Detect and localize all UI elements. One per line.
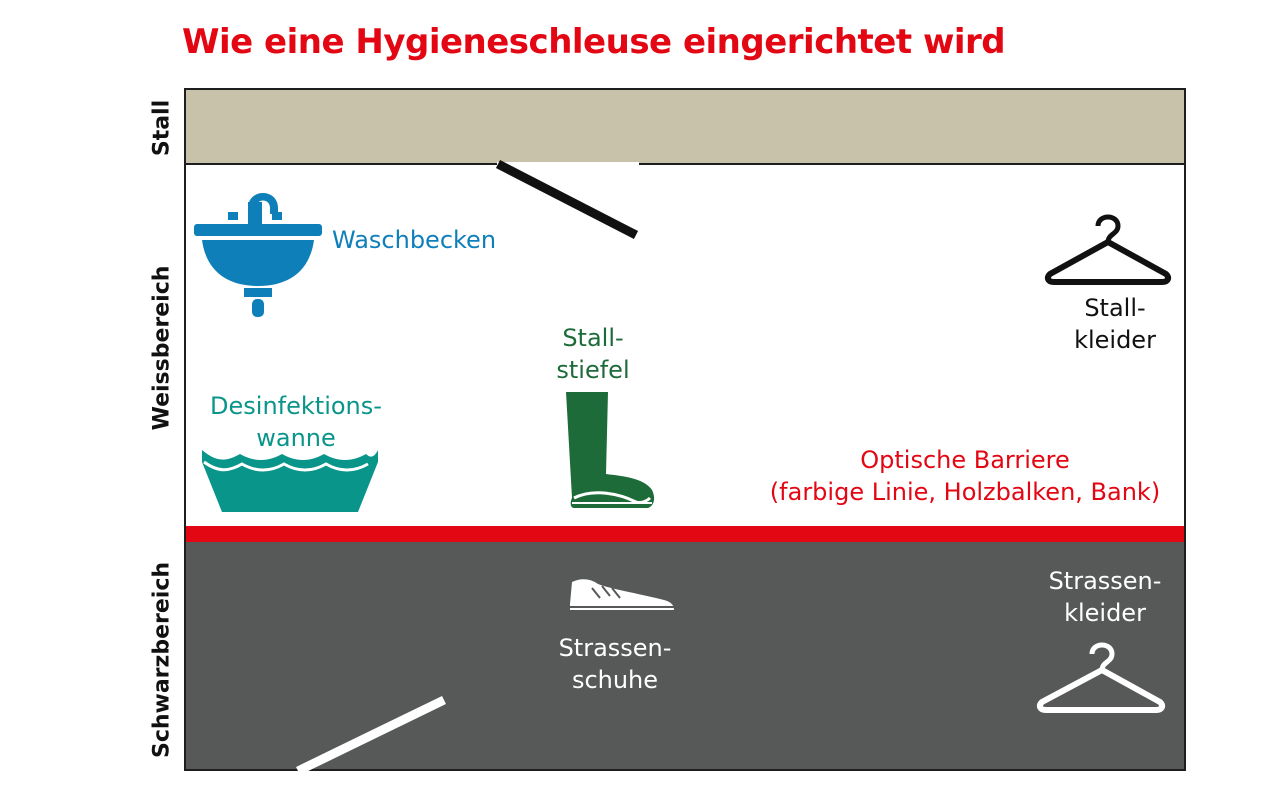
label-strassenschuhe: Strassen- schuhe — [550, 632, 680, 696]
label-strassenkleider-line1: Strassen- — [1048, 567, 1162, 595]
label-desinfektionswanne: Desinfektions- wanne — [186, 390, 406, 454]
label-strassenkleider: Strassen- kleider — [1040, 565, 1170, 629]
label-stallstiefel-line1: Stall- — [562, 324, 624, 352]
stall-zone — [186, 90, 1184, 165]
label-desinfektionswanne-line2: wanne — [256, 424, 336, 452]
zone-label-weissbereich: Weissbereich — [149, 265, 175, 431]
upper-door-opening — [497, 162, 639, 168]
label-strassenkleider-line2: kleider — [1064, 599, 1146, 627]
label-optische-barriere-line1: Optische Barriere — [860, 446, 1070, 474]
sink-icon — [194, 193, 322, 317]
label-stallkleider-line2: kleider — [1074, 326, 1156, 354]
sneaker-icon — [570, 579, 674, 610]
zone-label-schwarzbereich: Schwarzbereich — [149, 561, 175, 759]
black-zone — [186, 542, 1184, 769]
label-strassenschuhe-line2: schuhe — [571, 666, 659, 694]
label-optische-barriere: Optische Barriere (farbige Linie, Holzba… — [760, 444, 1170, 508]
hanger-icon — [1044, 214, 1172, 285]
label-strassenschuhe-line1: Strassen- — [558, 634, 672, 662]
label-stallkleider: Stall- kleider — [1060, 292, 1170, 356]
hygiene-lock-diagram — [184, 88, 1186, 771]
boot-icon — [566, 392, 655, 508]
label-desinfektionswanne-line1: Desinfektions- — [210, 392, 382, 420]
disinfection-tub-icon — [202, 450, 378, 512]
zone-label-stall: Stall — [149, 99, 175, 157]
upper-door-line — [495, 159, 639, 240]
optical-barrier-line — [186, 526, 1184, 542]
label-waschbecken: Waschbecken — [332, 226, 497, 254]
lower-door-line — [296, 695, 446, 776]
hanger-icon — [1036, 642, 1166, 713]
label-stallkleider-line1: Stall- — [1084, 294, 1146, 322]
page-title: Wie eine Hygieneschleuse eingerichtet wi… — [182, 22, 1006, 62]
label-stallstiefel-line2: stiefel — [556, 356, 630, 384]
label-optische-barriere-line2: (farbige Linie, Holzbalken, Bank) — [769, 478, 1161, 506]
label-stallstiefel: Stall- stiefel — [548, 322, 638, 386]
